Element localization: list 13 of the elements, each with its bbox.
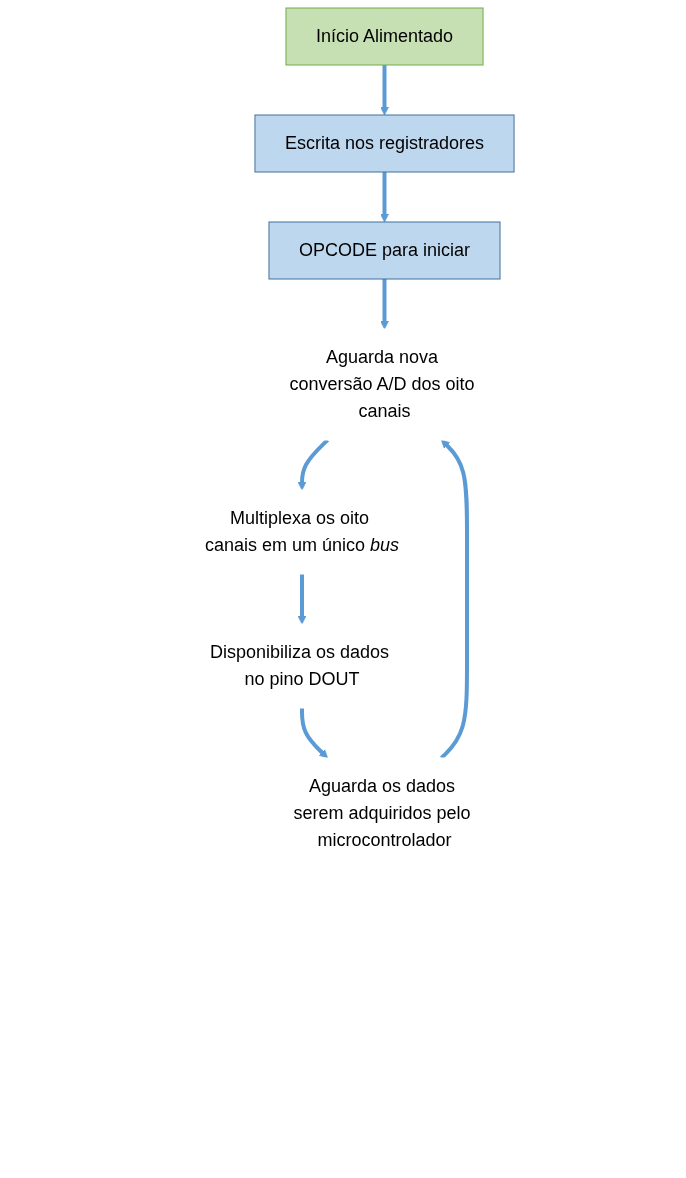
node-box: Início Alimentado — [285, 7, 484, 66]
node-box: Escrita nos registradores — [254, 114, 515, 173]
arrow — [439, 439, 469, 760]
node-text: Multiplexa os oito canais em um único bus — [204, 508, 399, 555]
arrow — [379, 172, 389, 223]
arrow — [379, 65, 389, 116]
arrow — [299, 708, 328, 759]
node-text: Disponibiliza os dados no pino DOUT — [209, 642, 389, 689]
node-text: Aguarda os dados serem adquiridos pelo microcontrolador — [293, 776, 471, 850]
node-box: OPCODE para iniciar — [268, 221, 501, 280]
arrow — [297, 574, 307, 625]
arrow — [379, 279, 389, 330]
node-text: Aguarda nova conversão A/D dos oito canais — [289, 347, 475, 421]
